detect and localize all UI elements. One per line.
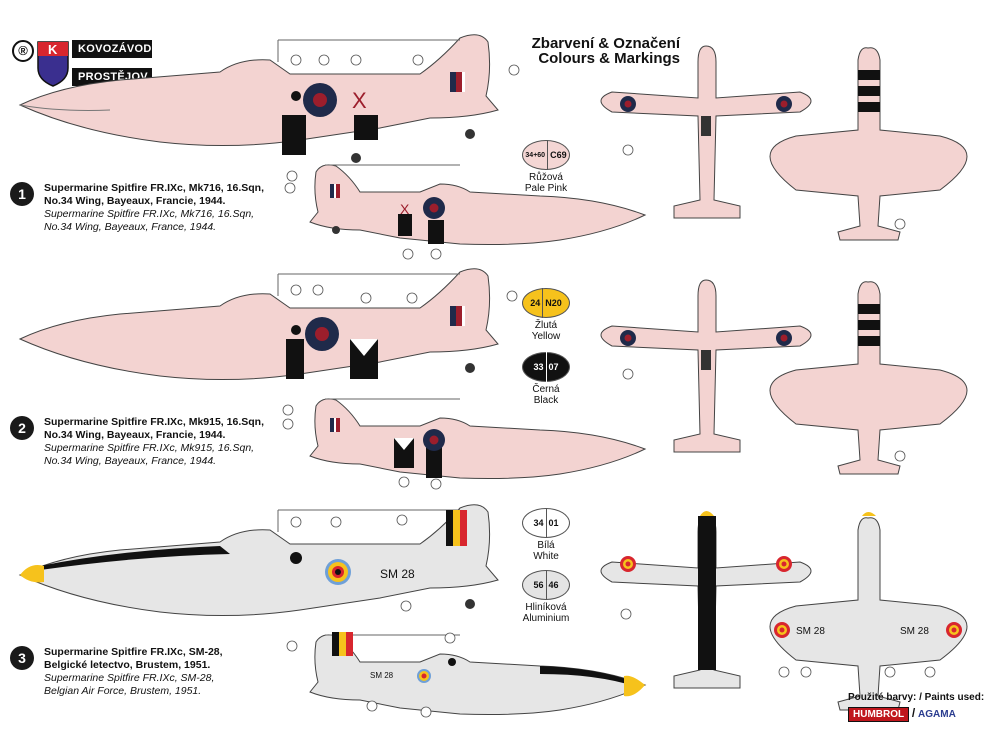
scheme1-title-cz: Supermarine Spitfire FR.IXc, Mk716, 16.S…	[44, 182, 264, 194]
title-en: Colours & Markings	[538, 50, 680, 67]
swatch-aluminium-cz: Hliníková	[525, 602, 567, 613]
scheme3-title-en2: Belgian Air Force, Brustem, 1951.	[44, 685, 202, 697]
swatch-aluminium-en: Aluminium	[522, 613, 570, 624]
swatch-black-code-a: 33	[533, 362, 544, 372]
scheme3-side-right	[309, 632, 646, 715]
page-title: Zbarvení & Označení Colours & Markings	[520, 36, 680, 66]
scheme3-underwing-code-left: SM 28	[796, 626, 825, 637]
shield-icon	[37, 41, 69, 87]
swatch-pale-pink-code-b: C69	[550, 150, 567, 160]
scheme1-top-view	[600, 45, 812, 219]
scheme1-title-en: Supermarine Spitfire FR.IXc, Mk716, 16.S…	[44, 208, 255, 220]
humbrol-logo: HUMBROL	[848, 707, 910, 722]
scheme2-top-view	[600, 279, 812, 453]
swatch-aluminium: 56 46	[522, 570, 570, 600]
swatch-white: 34 01	[522, 508, 570, 538]
scheme2-title-en2: No.34 Wing, Bayeaux, France, 1944.	[44, 455, 217, 467]
brand-line1: KOVOZÁVODY	[72, 40, 159, 58]
scheme3-title-cz: Supermarine Spitfire FR.IXc, SM-28,	[44, 646, 223, 658]
scheme2-number: 2	[10, 416, 34, 440]
swatch-black-label: Černá Black	[506, 384, 586, 406]
scheme3-title-en: Supermarine Spitfire FR.IXc, SM-28,	[44, 672, 215, 684]
scheme1-side-left	[19, 34, 499, 163]
scheme3-code-small: SM 28	[370, 671, 394, 680]
scheme1-side-right	[309, 164, 646, 245]
scheme2-caption: Supermarine Spitfire FR.IXc, Mk915, 16.S…	[44, 416, 284, 468]
swatch-aluminium-code-b: 46	[548, 580, 559, 590]
title-cz: Zbarvení & Označení	[531, 35, 680, 52]
swatch-aluminium-label: Hliníková Aluminium	[506, 602, 586, 624]
scheme3-title-cz2: Belgické letectvo, Brustem, 1951.	[44, 659, 211, 671]
swatch-black-en: Black	[533, 395, 559, 406]
scheme1-title-cz2: No.34 Wing, Bayeaux, Francie, 1944.	[44, 195, 226, 207]
swatch-black-code-b: 07	[548, 362, 559, 372]
scheme3-code-large: SM 28	[380, 567, 415, 581]
swatch-pale-pink-cz: Růžová	[529, 172, 563, 183]
swatch-white-code-a: 34	[533, 518, 544, 528]
scheme3-side-left	[19, 504, 499, 617]
swatch-white-code-b: 01	[548, 518, 559, 528]
scheme3-bottom-view	[769, 512, 968, 711]
paints-used-label: Použité barvy: / Paints used:	[848, 692, 985, 703]
scheme2-title-cz: Supermarine Spitfire FR.IXc, Mk915, 16.S…	[44, 416, 264, 428]
swatch-black: 33 07	[522, 352, 570, 382]
swatch-pale-pink-en: Pale Pink	[524, 183, 568, 194]
registered-badge: ®	[12, 40, 34, 62]
swatch-yellow-code-b: N20	[545, 298, 562, 308]
swatch-yellow-en: Yellow	[531, 331, 561, 342]
scheme1-code-large: X	[352, 88, 367, 113]
paints-used: Použité barvy: / Paints used: HUMBROL / …	[848, 692, 998, 722]
scheme1-bottom-view	[769, 47, 968, 241]
scheme3-top-view	[600, 511, 812, 689]
swatch-white-label: Bílá White	[506, 540, 586, 562]
swatch-pale-pink-code-a: 34+60	[525, 151, 546, 159]
swatch-yellow-cz: Žlutá	[534, 320, 558, 331]
scheme2-title-cz2: No.34 Wing, Bayeaux, Francie, 1944.	[44, 429, 226, 441]
swatch-pale-pink-label: Růžová Pale Pink	[506, 172, 586, 194]
agama-logo: AGAMA	[918, 709, 956, 720]
scheme1-number: 1	[10, 182, 34, 206]
swatch-black-cz: Černá	[532, 384, 560, 395]
scheme1-title-en2: No.34 Wing, Bayeaux, France, 1944.	[44, 221, 217, 233]
swatch-yellow-code-a: 24	[530, 298, 541, 308]
scheme3-number: 3	[10, 646, 34, 670]
scheme3-caption: Supermarine Spitfire FR.IXc, SM-28, Belg…	[44, 646, 284, 698]
scheme1-code-small: X	[400, 201, 410, 217]
swatch-white-cz: Bílá	[537, 540, 555, 551]
scheme3-underwing-code-right: SM 28	[900, 626, 929, 637]
scheme1-caption: Supermarine Spitfire FR.IXc, Mk716, 16.S…	[44, 182, 284, 234]
callout-markers	[282, 54, 936, 718]
scheme2-side-right	[309, 398, 646, 479]
swatch-yellow-label: Žlutá Yellow	[506, 320, 586, 342]
swatch-white-en: White	[533, 551, 559, 562]
shield-letter: K	[48, 42, 58, 57]
scheme2-bottom-view	[769, 281, 968, 475]
scheme2-title-en: Supermarine Spitfire FR.IXc, Mk915, 16.S…	[44, 442, 255, 454]
swatch-pale-pink: 34+60 C69	[522, 140, 570, 170]
scheme2-side-left	[19, 268, 499, 381]
swatch-yellow: 24 N20	[522, 288, 570, 318]
logo-divider: /	[911, 706, 916, 720]
swatch-aluminium-code-a: 56	[533, 580, 544, 590]
